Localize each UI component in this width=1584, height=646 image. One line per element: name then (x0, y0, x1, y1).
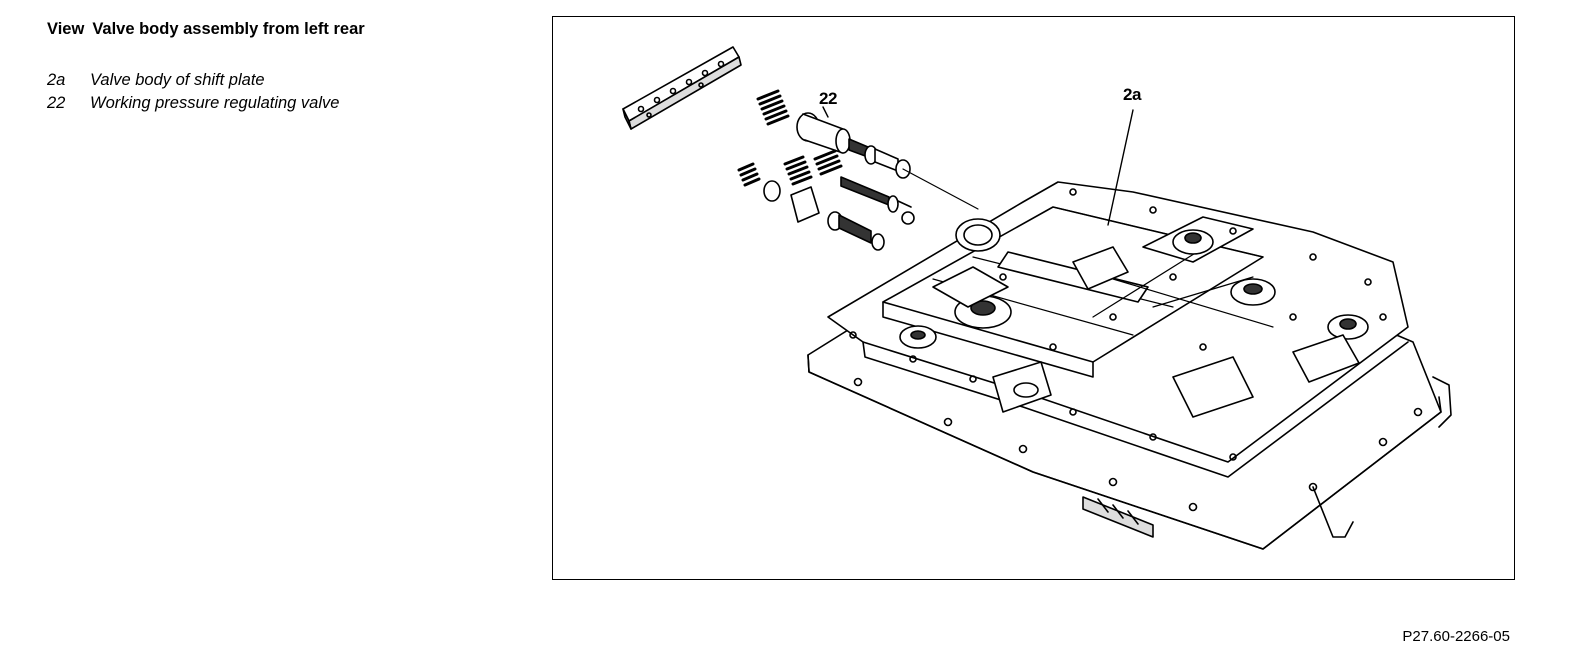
diagram-frame: 22 2a (552, 16, 1515, 580)
callout-22: 22 (819, 89, 837, 108)
legend-label: Working pressure regulating valve (90, 94, 340, 112)
regulating-valve-22 (756, 89, 979, 210)
legend-label: Valve body of shift plate (90, 71, 265, 89)
page-title: View Valve body assembly from left rear (47, 20, 365, 39)
valve-body-2a (807, 181, 1452, 550)
legend: 2a Valve body of shift plate 22 Working … (47, 69, 339, 115)
legend-key: 2a (47, 71, 66, 89)
leader-line-2a (1107, 109, 1134, 226)
cover-plate (622, 46, 742, 130)
valve-assembly-lower (737, 149, 915, 251)
legend-item: 2a Valve body of shift plate (47, 69, 339, 92)
callout-2a: 2a (1123, 85, 1141, 104)
leader-line-22 (822, 106, 829, 118)
view-word: View (47, 20, 85, 38)
figure-code: P27.60-2266-05 (1402, 628, 1510, 645)
legend-item: 22 Working pressure regulating valve (47, 92, 339, 115)
view-title: Valve body assembly from left rear (92, 20, 365, 38)
legend-key: 22 (47, 94, 66, 112)
valve-body-illustration (622, 46, 1452, 550)
